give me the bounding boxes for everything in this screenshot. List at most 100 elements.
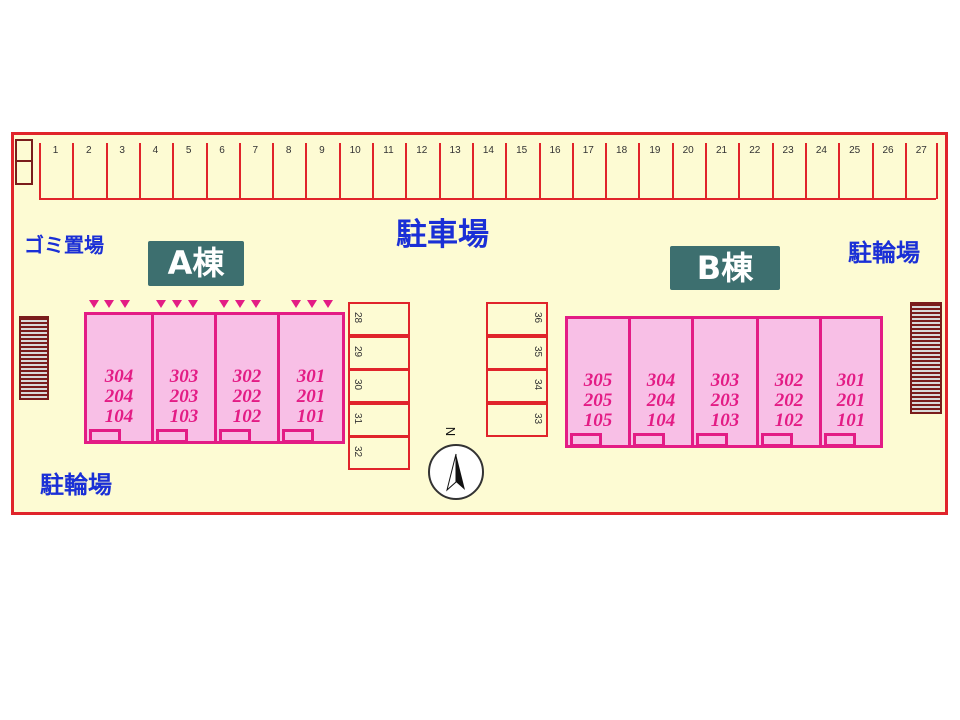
parking-space-2: 2: [72, 143, 103, 199]
parking-space-9: 9: [305, 143, 336, 199]
parking-label: 駐車場: [396, 217, 489, 253]
unit-number-top: 301: [836, 370, 866, 391]
parking-space-27: 27: [904, 143, 936, 199]
parking-space-number: 3: [119, 145, 125, 156]
parking-space-number: 33: [532, 412, 544, 424]
parking-space-number: 23: [782, 145, 794, 156]
entrance-marker-icon: [291, 300, 301, 308]
parking-space-31: 31: [348, 402, 410, 437]
unit-number-bottom: 104: [646, 410, 676, 431]
bike-parking-left-icon: [19, 316, 49, 400]
parking-space-11: 11: [372, 143, 403, 199]
parking-space-6: 6: [205, 143, 237, 199]
parking-space-number: 10: [349, 145, 361, 156]
unit-number-top: 303: [169, 366, 199, 387]
unit-number-top: 304: [104, 366, 134, 387]
parking-space-number: 31: [352, 412, 364, 424]
unit-porch: [156, 429, 188, 443]
compass-icon: [428, 444, 484, 500]
garbage-station-icon: [15, 139, 33, 185]
parking-space-number: 34: [532, 378, 544, 391]
parking-space-22: 22: [738, 143, 769, 199]
parking-space-number: 35: [532, 345, 544, 357]
unit-porch: [89, 429, 121, 443]
unit-number-mid: 205: [583, 390, 613, 411]
unit-number-mid: 204: [646, 390, 676, 411]
parking-space-33: 33: [486, 402, 548, 437]
entrance-marker-icon: [251, 300, 261, 308]
parking-space-10: 10: [338, 143, 370, 199]
parking-space-number: 1: [52, 145, 59, 156]
parking-space-35: 35: [486, 335, 548, 370]
parking-space-number: 7: [252, 145, 259, 156]
parking-space-18: 18: [605, 143, 636, 199]
parking-space-3: 3: [105, 143, 137, 199]
parking-space-4: 4: [138, 143, 170, 199]
unit-number-top: 305: [583, 370, 613, 391]
parking-space-25: 25: [838, 143, 869, 199]
parking-space-16: 16: [538, 143, 570, 199]
unit-number-top: 302: [232, 366, 262, 387]
parking-space-1: 1: [39, 143, 70, 199]
unit-number-mid: 203: [169, 386, 199, 407]
unit-number-mid: 201: [296, 386, 326, 407]
unit-porch: [219, 429, 251, 443]
parking-space-7: 7: [238, 143, 270, 199]
parking-row-edge-right: [936, 143, 938, 199]
parking-space-number: 22: [749, 145, 761, 156]
unit-porch: [570, 433, 602, 447]
parking-space-number: 19: [649, 145, 661, 156]
unit-number-bottom: 102: [232, 406, 262, 427]
compass-north-label: N: [443, 426, 459, 437]
unit-number-bottom: 102: [774, 410, 804, 431]
entrance-marker-icon: [188, 300, 198, 308]
parking-space-8: 8: [272, 143, 303, 199]
parking-space-19: 19: [638, 143, 669, 199]
parking-space-number: 8: [285, 145, 292, 156]
unit-porch: [282, 429, 314, 443]
parking-space-number: 32: [352, 445, 364, 458]
unit-porch: [824, 433, 856, 447]
parking-space-number: 2: [86, 145, 92, 156]
unit-porch: [696, 433, 728, 447]
parking-space-13: 13: [438, 143, 470, 199]
unit-porch: [761, 433, 793, 447]
entrance-marker-icon: [104, 300, 114, 308]
entrance-marker-icon: [219, 300, 229, 308]
unit-number-top: 302: [774, 370, 804, 391]
parking-space-28: 28: [348, 302, 410, 336]
parking-space-number: 29: [352, 345, 364, 357]
parking-space-number: 13: [449, 145, 461, 156]
parking-space-12: 12: [405, 143, 436, 199]
building-a-badge: A棟: [148, 241, 244, 286]
unit-porch: [633, 433, 665, 447]
parking-space-number: 16: [549, 145, 561, 156]
unit-number-bottom: 103: [169, 406, 199, 427]
parking-space-17: 17: [571, 143, 603, 199]
unit-number-bottom: 105: [583, 410, 613, 431]
unit-number-mid: 203: [710, 390, 740, 411]
parking-space-number: 18: [616, 145, 628, 156]
unit-number-top: 301: [296, 366, 326, 387]
unit-number-mid: 201: [836, 390, 866, 411]
parking-space-24: 24: [804, 143, 836, 199]
parking-space-number: 14: [482, 145, 494, 156]
entrance-marker-icon: [307, 300, 317, 308]
parking-space-number: 21: [715, 145, 728, 156]
unit-number-mid: 204: [104, 386, 134, 407]
unit-number-bottom: 103: [710, 410, 740, 431]
parking-row-edge: [39, 198, 936, 200]
parking-space-32: 32: [348, 436, 410, 470]
parking-space-number: 11: [383, 145, 394, 156]
unit-number-top: 303: [710, 370, 740, 391]
parking-space-34: 34: [486, 369, 548, 403]
entrance-marker-icon: [235, 300, 245, 308]
parking-space-15: 15: [505, 143, 536, 199]
parking-space-number: 12: [416, 145, 428, 156]
entrance-marker-icon: [89, 300, 99, 308]
